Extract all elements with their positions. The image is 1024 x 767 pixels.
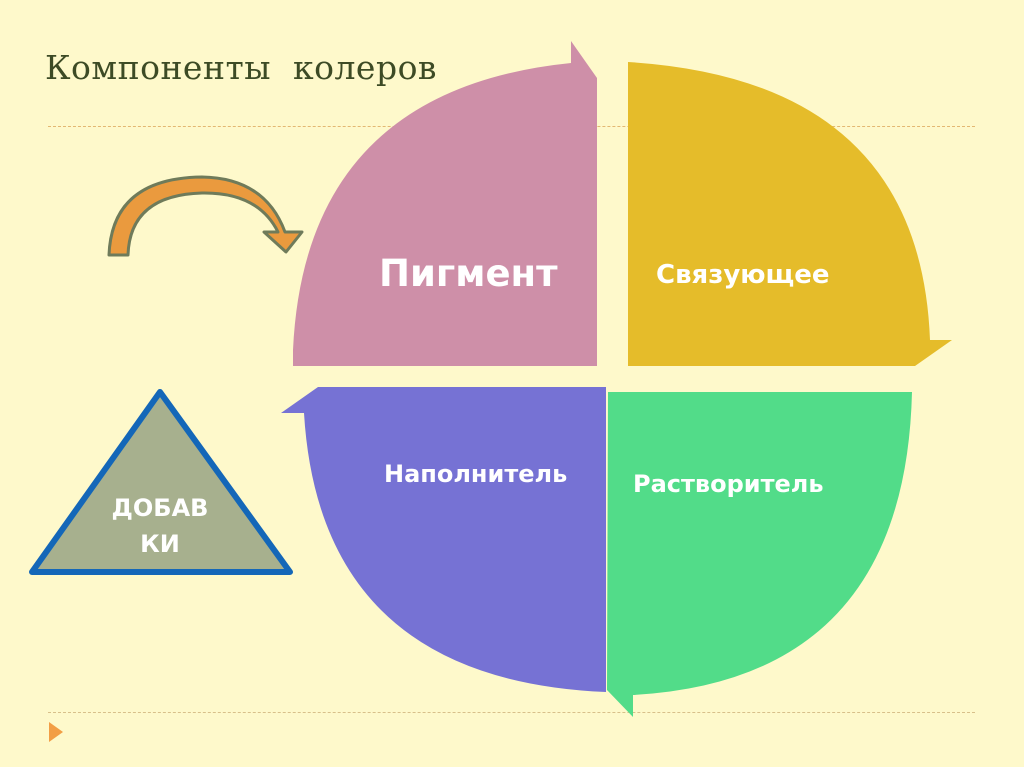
- quadrant-filler[interactable]: [281, 387, 606, 692]
- label-pigment: Пигмент: [379, 252, 558, 295]
- additives-label-line2: КИ: [140, 530, 180, 558]
- additives-triangle: [29, 389, 293, 575]
- quadrant-solvent[interactable]: [607, 392, 912, 717]
- triangle-bullet-icon: [49, 722, 63, 742]
- additives-label-line1: ДОБАВ: [111, 494, 209, 522]
- additives-label: ДОБАВ КИ: [90, 490, 230, 562]
- label-filler: Наполнитель: [384, 460, 568, 488]
- quadrant-binder[interactable]: [628, 62, 952, 366]
- quadrant-pigment[interactable]: [293, 41, 597, 366]
- label-binder: Связующее: [656, 260, 830, 290]
- label-solvent: Растворитель: [633, 470, 824, 498]
- bottom-divider: [48, 712, 975, 713]
- curved-arrow-right-icon: [107, 175, 304, 257]
- slide-title: Компоненты колеров: [45, 48, 438, 87]
